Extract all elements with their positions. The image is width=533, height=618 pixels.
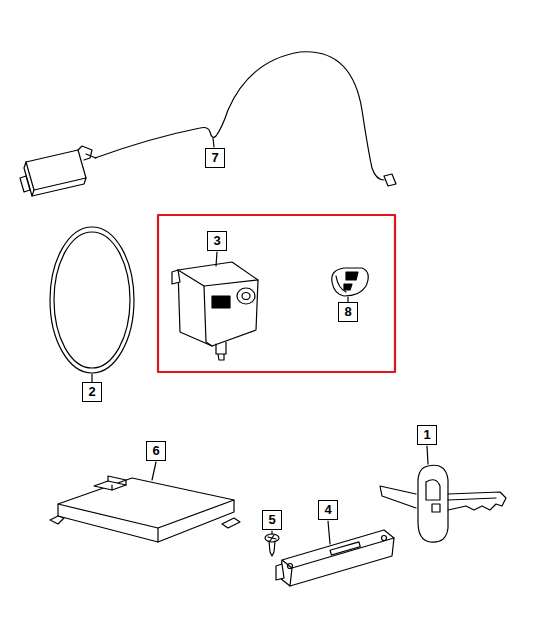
antenna-module <box>20 146 96 196</box>
bracket <box>276 530 394 586</box>
callout-number: 5 <box>262 510 282 530</box>
group-frame <box>158 215 395 372</box>
control-module <box>50 476 240 542</box>
ring <box>50 227 134 373</box>
antenna-cable <box>95 52 396 186</box>
callout-number: 6 <box>146 441 166 461</box>
leader-line <box>427 446 428 464</box>
screw <box>265 534 279 556</box>
callout-number: 2 <box>82 382 102 402</box>
callout-number: 8 <box>338 302 358 322</box>
callout-number: 4 <box>318 500 338 520</box>
leader-line <box>213 138 214 147</box>
leader-line <box>152 462 156 480</box>
callout-number: 1 <box>417 425 437 445</box>
key <box>380 465 506 542</box>
leader-line <box>216 252 217 266</box>
ignition-module <box>172 262 258 360</box>
leader-line <box>91 374 92 382</box>
key-fob <box>332 268 369 296</box>
callout-number: 3 <box>207 231 227 251</box>
leader-line <box>328 521 330 544</box>
callout-number: 7 <box>205 148 225 168</box>
leader-line <box>271 531 272 534</box>
